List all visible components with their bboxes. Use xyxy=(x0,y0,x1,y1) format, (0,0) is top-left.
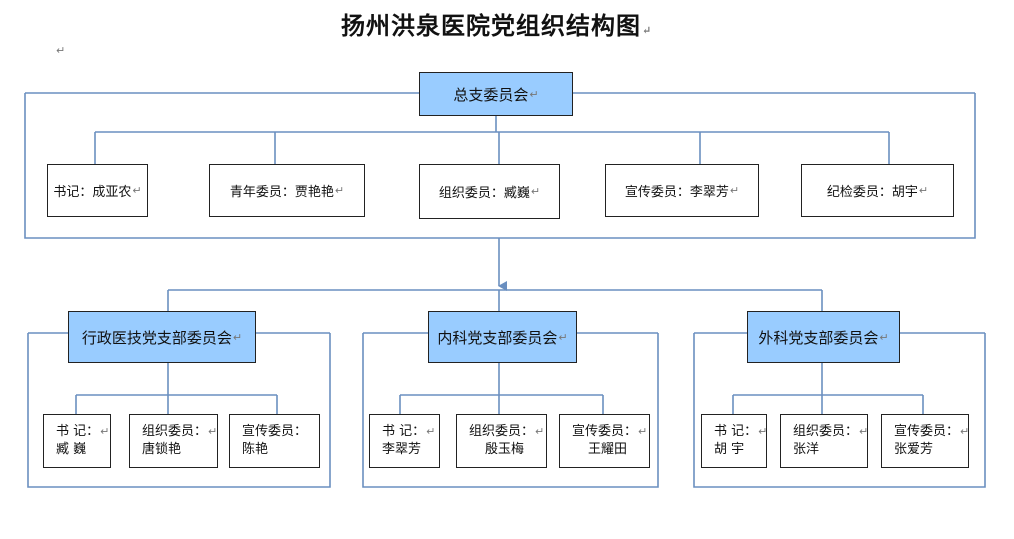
member-box-youth: 青年委员：贾艳艳↵ xyxy=(209,164,365,217)
branch-surgical-organization: 组织委员：↵ 张洋 xyxy=(780,414,868,468)
branch-admin-organization: 组织委员：↵ 唐锁艳 xyxy=(129,414,218,468)
branch-surgical-box: 外科党支部委员会↵ xyxy=(747,311,900,363)
branch-internal-box: 内科党支部委员会↵ xyxy=(428,311,577,363)
branch-internal-secretary: 书 记：↵ 李翠芳 xyxy=(369,414,440,468)
branch-admin-secretary: 书 记：↵ 臧 巍 xyxy=(43,414,111,468)
branch-admin-box: 行政医技党支部委员会↵ xyxy=(68,311,256,363)
branch-admin-propaganda: 宣传委员： 陈艳 xyxy=(229,414,320,468)
branch-surgical-propaganda: 宣传委员：↵ 张爱芳 xyxy=(881,414,969,468)
general-committee-box: 总支委员会↵ xyxy=(419,72,573,116)
member-box-propaganda: 宣传委员：李翠芳↵ xyxy=(605,164,759,217)
member-box-organization: 组织委员：臧巍↵ xyxy=(419,164,560,219)
page-title: 扬州洪泉医院党组织结构图↵ xyxy=(341,11,653,40)
paragraph-mark: ↵ xyxy=(56,44,66,57)
member-box-secretary: 书记：成亚农↵ xyxy=(47,164,148,217)
branch-surgical-secretary: 书 记：↵ 胡 宇 xyxy=(701,414,767,468)
branch-internal-propaganda: 宣传委员：↵ 王耀田 xyxy=(559,414,650,468)
member-box-discipline: 纪检委员：胡宇↵ xyxy=(801,164,954,217)
branch-internal-organization: 组织委员：↵ 殷玉梅 xyxy=(456,414,547,468)
general-committee-label: 总支委员会 xyxy=(453,85,529,104)
